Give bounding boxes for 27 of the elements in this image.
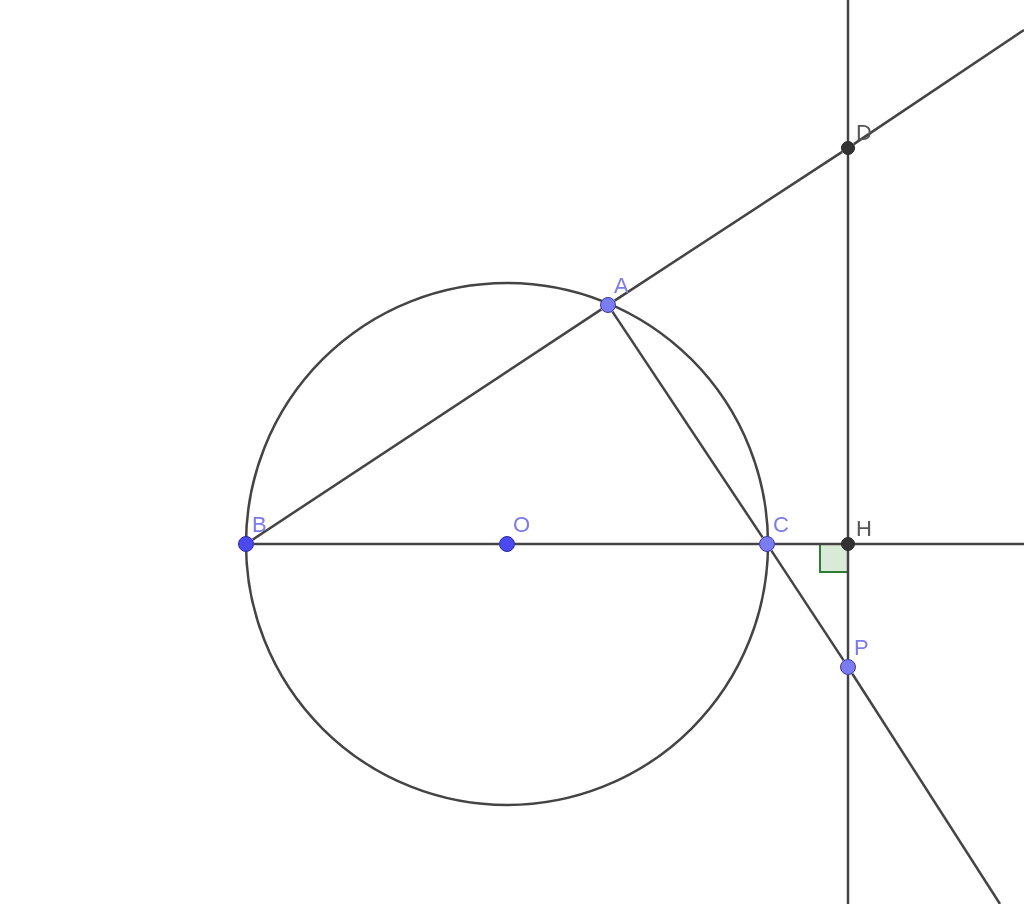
point [238,536,254,552]
line-segment [611,310,764,539]
point [840,659,856,675]
point-label: P [854,637,869,659]
point [841,141,855,155]
line-segment [855,542,1024,546]
line-segment [254,542,499,546]
line-segment [846,551,850,659]
point-label: O [513,514,531,536]
point [499,536,515,552]
line-segment [851,673,1002,904]
line-segment [846,155,850,537]
point [759,536,775,552]
point-label: B [252,514,267,536]
line-segment [515,542,759,546]
line-segment [846,675,850,904]
line-segment [846,0,850,141]
point [600,297,616,313]
line-segment [775,542,841,546]
point-label: H [856,518,872,540]
line-segment [252,308,602,541]
point-label: C [773,514,789,536]
point [841,537,855,551]
line-segment [853,28,1024,146]
line-segment [614,150,843,302]
line-segment [770,550,845,661]
point-label: A [614,275,629,297]
